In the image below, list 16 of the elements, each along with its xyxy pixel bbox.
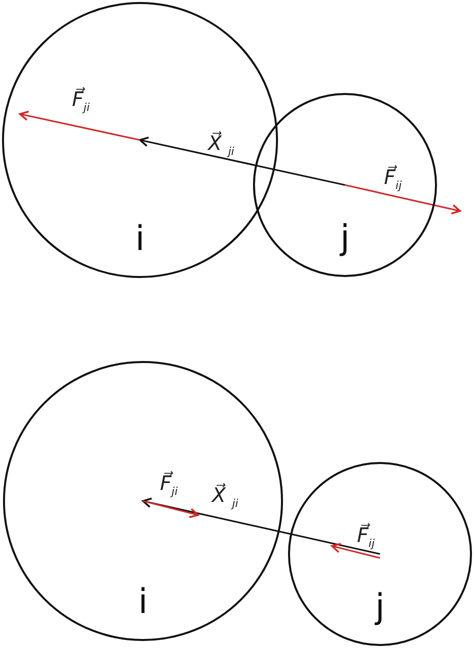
particle-circle (3, 361, 283, 641)
particle-circle (2, 2, 278, 278)
displacement-vector-arrow (141, 498, 380, 555)
particle-label: j (340, 221, 350, 255)
vector-label: F⃗$_{ij}$ (384, 166, 402, 194)
edge-label: X⃗ $_{ji}$ (212, 484, 238, 512)
vector-label: F⃗$_{ji}$ (160, 472, 178, 500)
particle-label: i (135, 222, 145, 256)
particle-label: j (375, 590, 385, 624)
vector-label: F⃗$_{ij}$ (357, 524, 375, 552)
displacement-vector-arrow (138, 136, 346, 186)
particle-label: i (138, 585, 148, 619)
particle-circle (253, 93, 437, 277)
particle-circle (288, 462, 472, 646)
vector-label: F⃗$_{ji}$ (72, 88, 90, 116)
edge-label: X⃗ $_{ji}$ (208, 132, 234, 160)
